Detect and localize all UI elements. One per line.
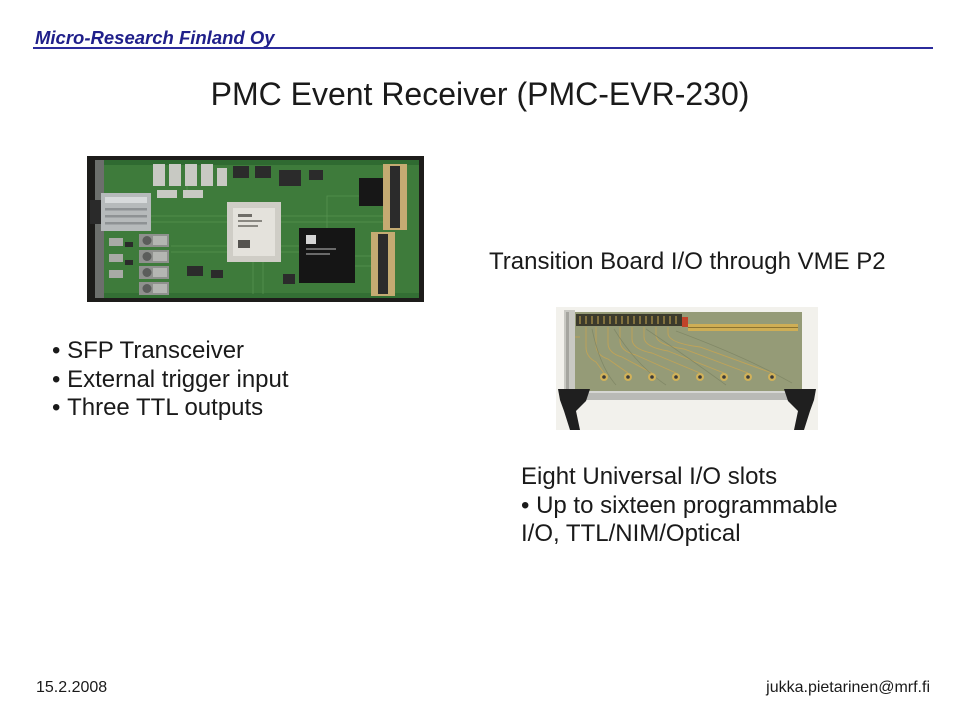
list-item: Three TTL outputs xyxy=(52,394,289,423)
footer-date: 15.2.2008 xyxy=(36,679,108,696)
transition-board-photo xyxy=(556,307,818,430)
ejector-handles xyxy=(558,389,816,430)
io-slots-heading: Eight Universal I/O slots xyxy=(521,463,778,490)
header-rule xyxy=(33,47,933,49)
list-item-continuation: I/O, TTL/NIM/Optical xyxy=(521,520,741,547)
fpga-chip xyxy=(227,202,281,262)
slide-title: PMC Event Receiver (PMC-EVR-230) xyxy=(210,76,750,112)
lemo-connectors xyxy=(139,234,169,295)
transition-board-caption: Transition Board I/O through VME P2 xyxy=(489,248,886,275)
io-slot-sockets xyxy=(600,373,776,381)
pmc-connectors xyxy=(371,164,407,296)
list-item: Up to sixteen programmable xyxy=(521,492,837,521)
sfp-cage xyxy=(90,193,151,231)
list-item: External trigger input xyxy=(52,366,288,395)
io-slots-description: Eight Universal I/O slots Up to sixteen … xyxy=(521,463,838,549)
pmc-board-photo xyxy=(87,156,424,302)
company-name: Micro-Research Finland Oy xyxy=(35,27,275,48)
footer-email: jukka.pietarinen@mrf.fi xyxy=(766,679,930,696)
list-item: SFP Transceiver xyxy=(52,337,289,366)
feature-list: SFP Transceiver External trigger input T… xyxy=(52,337,289,423)
black-chip xyxy=(299,228,355,283)
p2-connector xyxy=(576,314,682,326)
